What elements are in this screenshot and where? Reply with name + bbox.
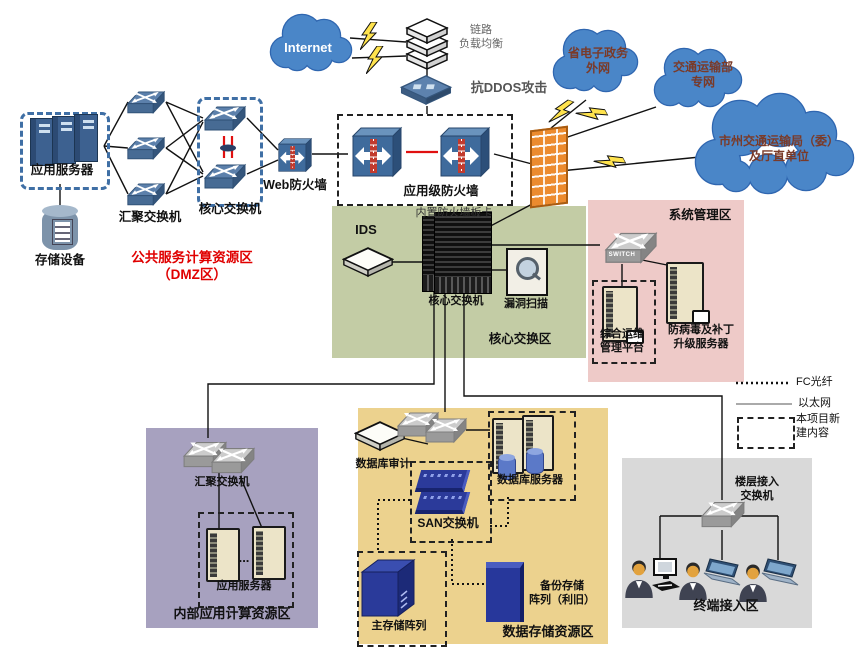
- vulnerability-scan-icon: [506, 248, 548, 296]
- speech-bubble-icon: [626, 330, 644, 344]
- san-switch-label: SAN交换机: [417, 516, 479, 530]
- legend-new-content-label: 本项目新 建内容: [796, 413, 840, 439]
- legend-ethernet-label: 以太网: [798, 397, 831, 409]
- mgmt-zone-label: 系统管理区: [668, 208, 732, 222]
- app-server-icon: [30, 118, 54, 166]
- core-switch-icon: [203, 158, 247, 192]
- db-servers-box: [488, 411, 576, 501]
- san-switch-box: [410, 461, 492, 543]
- ministry-cloud-label: 交通运输部 专网: [672, 60, 733, 89]
- terminal-zone-label: 终端接入区: [693, 598, 759, 613]
- backup-storage-label: 备份存储 阵列（利旧）: [529, 580, 595, 606]
- aggregation-switch-icon: [126, 86, 166, 116]
- lightning-bolt-icon: [548, 96, 575, 129]
- ids-label: IDS: [355, 222, 377, 237]
- storage-zone-label: 数据存储资源区: [502, 624, 594, 639]
- lightning-bolt-icon: [593, 148, 627, 177]
- core-switch-dmz-label: 核心交换机: [198, 202, 262, 216]
- app-servers-dmz-label: 应用服务器: [30, 163, 94, 177]
- app-firewall-box: [337, 114, 513, 206]
- builtin-fw-label: 内置防火墙板卡: [415, 207, 493, 219]
- primary-storage-icon: [360, 556, 416, 618]
- lightning-bolt-icon: [575, 100, 609, 129]
- anti-ddos-icon: [398, 74, 454, 108]
- storage-device-icon: [42, 205, 78, 250]
- app-firewall-icon: [348, 126, 406, 178]
- aggregation-switch-icon: [210, 442, 256, 476]
- legend-new-content-box: [737, 417, 795, 449]
- ops-platform-server-icon: [602, 286, 638, 342]
- web-firewall-icon: [276, 132, 314, 178]
- app-firewall-icon: [436, 126, 494, 178]
- ops-platform-label: 综合运维 管理平台: [600, 328, 644, 354]
- internal-zone-label: 内部应用计算资源区: [173, 606, 291, 621]
- core-chassis-icon: [434, 212, 492, 294]
- app-firewall-label: 应用级防火墙: [403, 184, 479, 198]
- internet-cloud-label: Internet: [284, 40, 332, 55]
- dmz-zone-label: 公共服务计算资源区 （DMZ区）: [131, 250, 253, 282]
- legend-fc-label: FC光纤: [796, 376, 833, 388]
- av-server-label: 防病毒及补丁 升级服务器: [668, 324, 734, 350]
- lightning-bolt-icon: [360, 22, 378, 50]
- provincial-cloud-label: 省电子政务 外网: [567, 46, 628, 75]
- storage-device-label: 存储设备: [34, 253, 85, 267]
- link-load-balancer-icon: [404, 18, 450, 70]
- dmz-app-servers-box: [20, 112, 110, 190]
- servers-ellipsis: ...: [238, 550, 250, 565]
- dmz-core-switch-box: [197, 97, 263, 207]
- speech-bubble-icon: [692, 310, 710, 324]
- app-server-icon: [52, 116, 76, 164]
- database-cylinder-icon: [526, 448, 544, 474]
- internal-app-servers-box: [198, 512, 294, 608]
- primary-storage-box: [357, 551, 447, 647]
- ops-platform-box: [592, 280, 656, 364]
- management-switch-icon: [596, 226, 666, 266]
- core-chassis-label: 核心交换机: [428, 295, 484, 307]
- primary-storage-label: 主存储阵列: [371, 620, 427, 632]
- aggregation-switch-icon: [126, 132, 166, 162]
- app-server-icon: [206, 528, 240, 582]
- database-cylinder-icon: [498, 454, 516, 480]
- san-switch-icon: [414, 492, 471, 514]
- web-firewall-label: Web防火墙: [263, 178, 327, 192]
- app-server-icon: [252, 526, 286, 580]
- app-server-icon: [74, 114, 98, 162]
- db-audit-label: 数据库审计: [355, 458, 411, 470]
- lightning-bolt-icon: [366, 46, 384, 74]
- ids-device-icon: [342, 246, 394, 280]
- san-switch-icon: [414, 470, 471, 492]
- agg-switch-int-label: 汇聚交换机: [194, 476, 250, 488]
- backup-storage-icon: [486, 562, 524, 622]
- city-cloud-label: 市州交通运输局（委） 及厅直单位: [718, 134, 839, 163]
- laptop-icon: [760, 558, 802, 590]
- anti-ddos-label: 抗DDOS攻击: [470, 80, 548, 95]
- firewall-wall-icon: [530, 125, 568, 209]
- agg-switch-dmz-label: 汇聚交换机: [118, 210, 182, 224]
- management-switch-text: SWITCH: [608, 252, 636, 258]
- floor-switch-label: 楼层接入 交换机: [735, 476, 779, 502]
- link-lb-label: 链路 负载均衡: [459, 24, 503, 50]
- db-servers-label: 数据库服务器: [497, 474, 563, 486]
- storage-switch-icon: [424, 412, 468, 446]
- app-servers-int-label: 应用服务器: [216, 580, 272, 592]
- core-switch-icon: [203, 100, 247, 134]
- core-zone-label: 核心交换区: [488, 332, 552, 346]
- aggregation-switch-icon: [126, 178, 166, 208]
- vuln-scan-label: 漏洞扫描: [504, 298, 548, 310]
